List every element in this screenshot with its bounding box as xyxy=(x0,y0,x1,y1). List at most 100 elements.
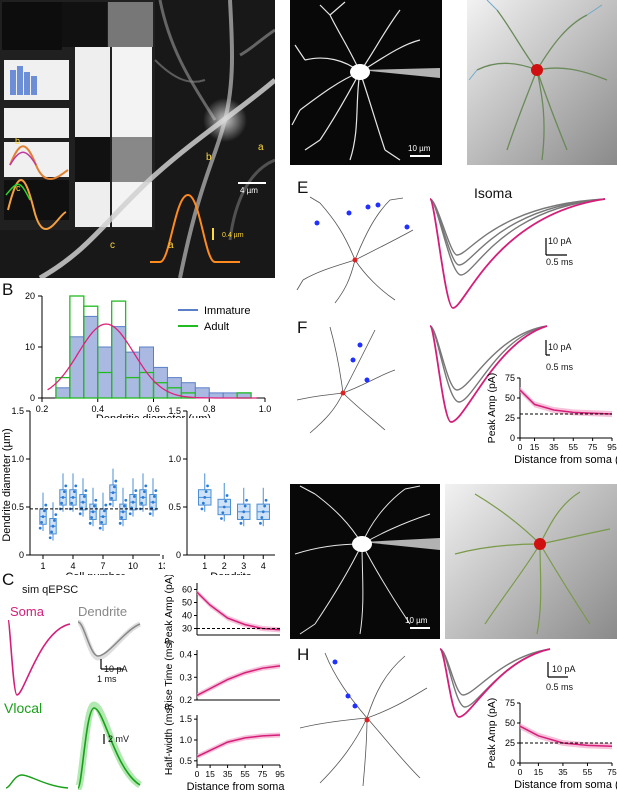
label-a-top: a xyxy=(258,142,264,153)
data-point xyxy=(201,501,205,505)
data-point xyxy=(98,526,102,530)
qepsc-traces xyxy=(5,620,143,790)
data-point xyxy=(51,524,55,528)
y-axis-label: Half-width (ms) xyxy=(163,705,175,776)
y-tick-label: 60 xyxy=(182,585,192,595)
x-tick-label: 10 xyxy=(128,561,138,571)
mean-line xyxy=(519,389,613,415)
mean-line xyxy=(196,734,281,758)
x-tick-label: 0 xyxy=(195,769,200,779)
data-point xyxy=(120,516,123,519)
scale-ms-c: 1 ms xyxy=(97,674,117,684)
data-point xyxy=(41,515,45,518)
bar-immature xyxy=(208,392,224,399)
data-point xyxy=(74,484,78,488)
data-point xyxy=(43,509,46,513)
y-tick-label: 0.5 xyxy=(168,502,181,512)
x-tick-label: 55 xyxy=(569,442,579,452)
data-point xyxy=(200,507,204,511)
order-xlabel-1: Dendrite xyxy=(210,571,252,575)
label-a-bottom: a xyxy=(168,240,174,251)
y-tick-label: 1.5 xyxy=(11,406,24,416)
x-tick-label: 15 xyxy=(205,769,215,779)
bar-immature xyxy=(180,382,196,399)
y-tick-label: 1.0 xyxy=(179,735,192,745)
cell-boxplot-chart: 00.51.01.51471013Cell numberDendrite dia… xyxy=(1,406,165,575)
panel-h-morphology xyxy=(299,652,428,787)
y-axis-label: Peak Amp (pA) xyxy=(486,698,498,769)
data-point xyxy=(154,489,158,493)
y-tick-label: 1.0 xyxy=(11,454,24,464)
mean-line xyxy=(196,591,281,631)
y-tick-label: 75 xyxy=(505,373,515,383)
data-point xyxy=(108,502,112,506)
y-tick-label: 0 xyxy=(510,433,515,443)
neuron-3d-model-g xyxy=(454,491,611,635)
y-tick-label: 50 xyxy=(182,598,192,608)
panel-g-micrograph: 10 µm xyxy=(290,484,440,639)
scale-ms-f: 0.5 ms xyxy=(546,362,574,372)
data-point xyxy=(121,510,125,514)
data-point xyxy=(240,516,244,519)
x-tick-label: 0 xyxy=(518,442,523,452)
data-point xyxy=(100,520,103,524)
y-tick-label: 0 xyxy=(176,550,181,560)
panel-letter-f: F xyxy=(297,318,308,337)
inset-scale-label: 0.4 µm xyxy=(222,232,244,239)
x-tick-label: 0.4 xyxy=(91,404,104,414)
data-point xyxy=(260,516,264,519)
y-tick-label: 75 xyxy=(505,698,515,708)
y-tick-label: 30 xyxy=(182,624,192,634)
x-tick-label: 0.8 xyxy=(203,404,216,414)
scale-mv-c: 2 mV xyxy=(108,734,130,744)
y-tick-label: 0 xyxy=(30,393,35,403)
confidence-band xyxy=(520,723,612,750)
x-tick-label: 1.0 xyxy=(259,404,272,414)
panel-d-micrograph: 10 µm xyxy=(290,0,442,165)
data-point xyxy=(153,495,156,498)
x-tick-label: 75 xyxy=(588,442,598,452)
data-point xyxy=(245,498,248,502)
scale-ms-h: 0.5 ms xyxy=(546,682,574,692)
legend-adult: Adult xyxy=(204,321,229,333)
data-point xyxy=(101,515,105,518)
y-tick-label: 20 xyxy=(25,291,35,301)
gaussian-fit xyxy=(47,323,257,399)
x-tick-label: 15 xyxy=(534,767,544,777)
x-tick-label: 75 xyxy=(607,767,617,777)
panel-a-micrograph: b a c a 4 µm 0.4 µm b c xyxy=(0,0,275,278)
x-tick-label: 1 xyxy=(40,561,45,571)
y-tick-label: 0.4 xyxy=(179,650,192,660)
data-point xyxy=(64,484,68,488)
y-axis-label: Peak Amp (pA) xyxy=(163,575,175,644)
x-tick-label: 35 xyxy=(549,442,559,452)
y-axis-label: Peak Amp (pA) xyxy=(486,373,498,444)
data-point xyxy=(123,504,126,508)
panel-e-traces xyxy=(429,198,606,309)
neuron-fluorescence-g xyxy=(290,484,440,639)
data-point xyxy=(81,500,85,504)
data-point xyxy=(128,512,132,516)
data-point xyxy=(44,503,48,507)
histogram-xlabel: Dendritic diameter (µm) xyxy=(96,413,211,418)
x-tick-label: 2 xyxy=(222,561,227,571)
data-point xyxy=(133,495,136,498)
data-point xyxy=(222,505,226,509)
data-point xyxy=(151,500,155,504)
x-tick-label: 4 xyxy=(261,561,266,571)
data-point xyxy=(263,504,267,508)
data-point xyxy=(204,490,208,494)
scale-pa-h: 10 pA xyxy=(552,664,576,674)
scale-bar-label: 4 µm xyxy=(240,186,258,195)
data-point xyxy=(90,516,93,519)
data-point xyxy=(243,504,247,508)
bar-immature xyxy=(236,392,252,399)
panel-letter-b: B xyxy=(2,280,14,299)
x-tick-label: 15 xyxy=(530,442,540,452)
data-point xyxy=(103,509,106,513)
data-point xyxy=(38,526,42,530)
y-tick-label: 1.5 xyxy=(179,714,192,724)
